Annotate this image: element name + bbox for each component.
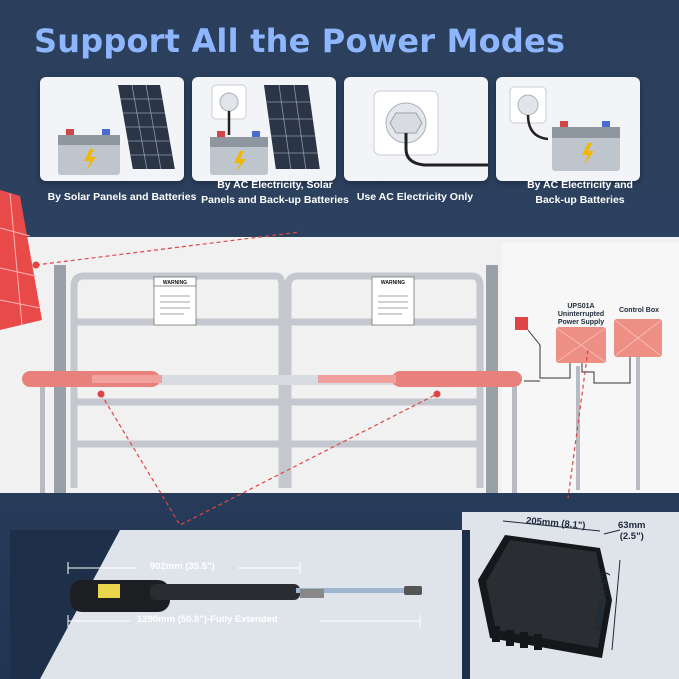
solar-battery-illustration xyxy=(58,85,175,175)
mode-caption-ac-solar-battery: By AC Electricity, Solar Panels and Back… xyxy=(193,178,357,208)
ac-outlet-illustration xyxy=(373,90,488,167)
opener-dimension-panel xyxy=(10,530,470,679)
wall xyxy=(502,243,679,493)
actuator-right xyxy=(318,371,522,387)
mode-card-ac-solar-battery xyxy=(192,77,336,181)
caption-line: By AC Electricity and xyxy=(527,179,633,191)
opener-extended-length: 1290mm (50.8")-Fully Extended xyxy=(137,614,278,625)
ups-label-line: Uninterrupted xyxy=(557,311,605,318)
opener-retracted-length: 902mm (35.5") xyxy=(150,561,215,572)
mode-card-ac-only xyxy=(344,77,488,181)
caption-line: By Solar Panels and Batteries xyxy=(47,191,197,203)
caption-line: Panels and Back-up Batteries xyxy=(201,194,349,206)
caption-line: By AC Electricity, Solar xyxy=(217,179,333,191)
mode-caption-ac-only: Use AC Electricity Only xyxy=(333,190,497,205)
solar-panel-icon xyxy=(0,190,42,330)
box-depth-line: (2.5") xyxy=(619,531,644,542)
warning-sign-title: WARNING xyxy=(381,280,405,286)
gate-leaf-right xyxy=(284,272,484,488)
ups-label-line: Power Supply xyxy=(557,319,605,326)
mode-card-solar-battery xyxy=(40,77,184,181)
ups-label-line: UPS01A xyxy=(567,303,595,310)
ac-battery-illustration xyxy=(509,86,620,171)
actuator-left xyxy=(22,371,162,387)
ac-solar-battery-illustration xyxy=(210,84,320,175)
box-depth-line: 63mm xyxy=(618,520,646,531)
caption-line: Use AC Electricity Only xyxy=(356,191,474,203)
gate-opener-arm xyxy=(70,580,422,612)
mode-caption-ac-battery: By AC Electricity and Back-up Batteries xyxy=(498,178,662,208)
gate-leaf-left xyxy=(70,272,286,488)
gate-crossbar xyxy=(66,375,486,385)
mode-caption-solar-battery: By Solar Panels and Batteries xyxy=(40,190,204,205)
warning-sign-title: WARNING xyxy=(163,280,187,286)
warning-sign-right xyxy=(371,276,415,326)
box-depth: 63mm (2.5") xyxy=(618,520,645,542)
callout-lines xyxy=(35,231,589,526)
switch-icon xyxy=(515,317,528,330)
page-title: Support All the Power Modes xyxy=(34,22,566,60)
caption-line: Back-up Batteries xyxy=(535,194,625,206)
control-box-black xyxy=(478,535,612,658)
control-box-label: Control Box xyxy=(618,307,660,314)
mode-card-ac-battery xyxy=(496,77,640,181)
ups-label: UPS01A Uninterrupted Power Supply xyxy=(548,303,614,327)
